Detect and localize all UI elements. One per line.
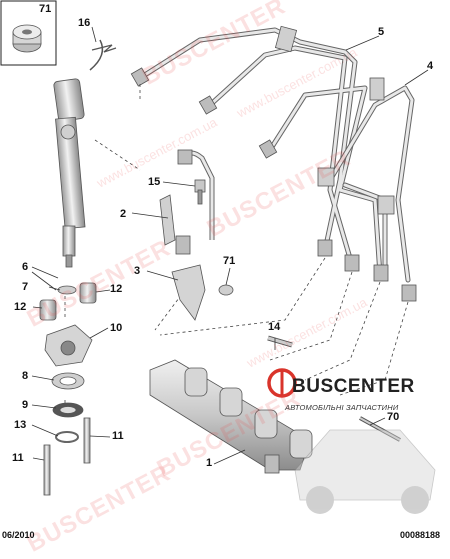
logo-mark bbox=[267, 368, 297, 398]
callout-3: 3 bbox=[134, 265, 141, 277]
bracket-parts bbox=[159, 149, 234, 321]
logo-name: BUSCENTER bbox=[292, 376, 415, 397]
callout-11-right: 11 bbox=[112, 430, 124, 442]
footer-code: 00088188 bbox=[400, 530, 441, 540]
callout-9: 9 bbox=[22, 399, 29, 411]
callout-11-left: 11 bbox=[12, 452, 24, 464]
callout-13: 13 bbox=[14, 419, 27, 431]
injection-diagram: BUSCENTER BUSCENTER BUSCENTER BUSCENTER … bbox=[0, 0, 441, 558]
car-graphic bbox=[294, 429, 436, 514]
callout-12-left: 12 bbox=[14, 301, 27, 313]
line-nuts bbox=[130, 67, 417, 302]
callout-1: 1 bbox=[206, 457, 213, 469]
clip-16 bbox=[91, 44, 117, 53]
logo-tagline: АВТОМОБІЛЬНІ ЗАПЧАСТИНИ bbox=[285, 403, 399, 412]
inset-box bbox=[0, 0, 57, 66]
callout-5: 5 bbox=[378, 26, 385, 38]
callout-8: 8 bbox=[22, 370, 29, 382]
callout-2: 2 bbox=[120, 208, 127, 220]
callout-71-inset: 71 bbox=[39, 3, 52, 15]
callout-12-right: 12 bbox=[110, 283, 123, 295]
leader-lines bbox=[31, 26, 429, 465]
line-clips bbox=[274, 25, 395, 215]
callout-7: 7 bbox=[22, 281, 29, 293]
callout-70: 70 bbox=[387, 411, 400, 423]
callout-4: 4 bbox=[427, 60, 434, 72]
lower-parts bbox=[39, 282, 97, 496]
injector bbox=[53, 39, 104, 268]
footer-date: 06/2010 bbox=[2, 530, 35, 540]
callout-16: 16 bbox=[78, 17, 91, 29]
callout-6: 6 bbox=[22, 261, 29, 273]
diagram-drawing bbox=[0, 0, 436, 514]
callout-14: 14 bbox=[268, 321, 281, 333]
callout-10: 10 bbox=[110, 322, 123, 334]
callout-15: 15 bbox=[148, 176, 161, 188]
callout-71: 71 bbox=[223, 255, 236, 267]
fuel-rail bbox=[149, 335, 401, 474]
